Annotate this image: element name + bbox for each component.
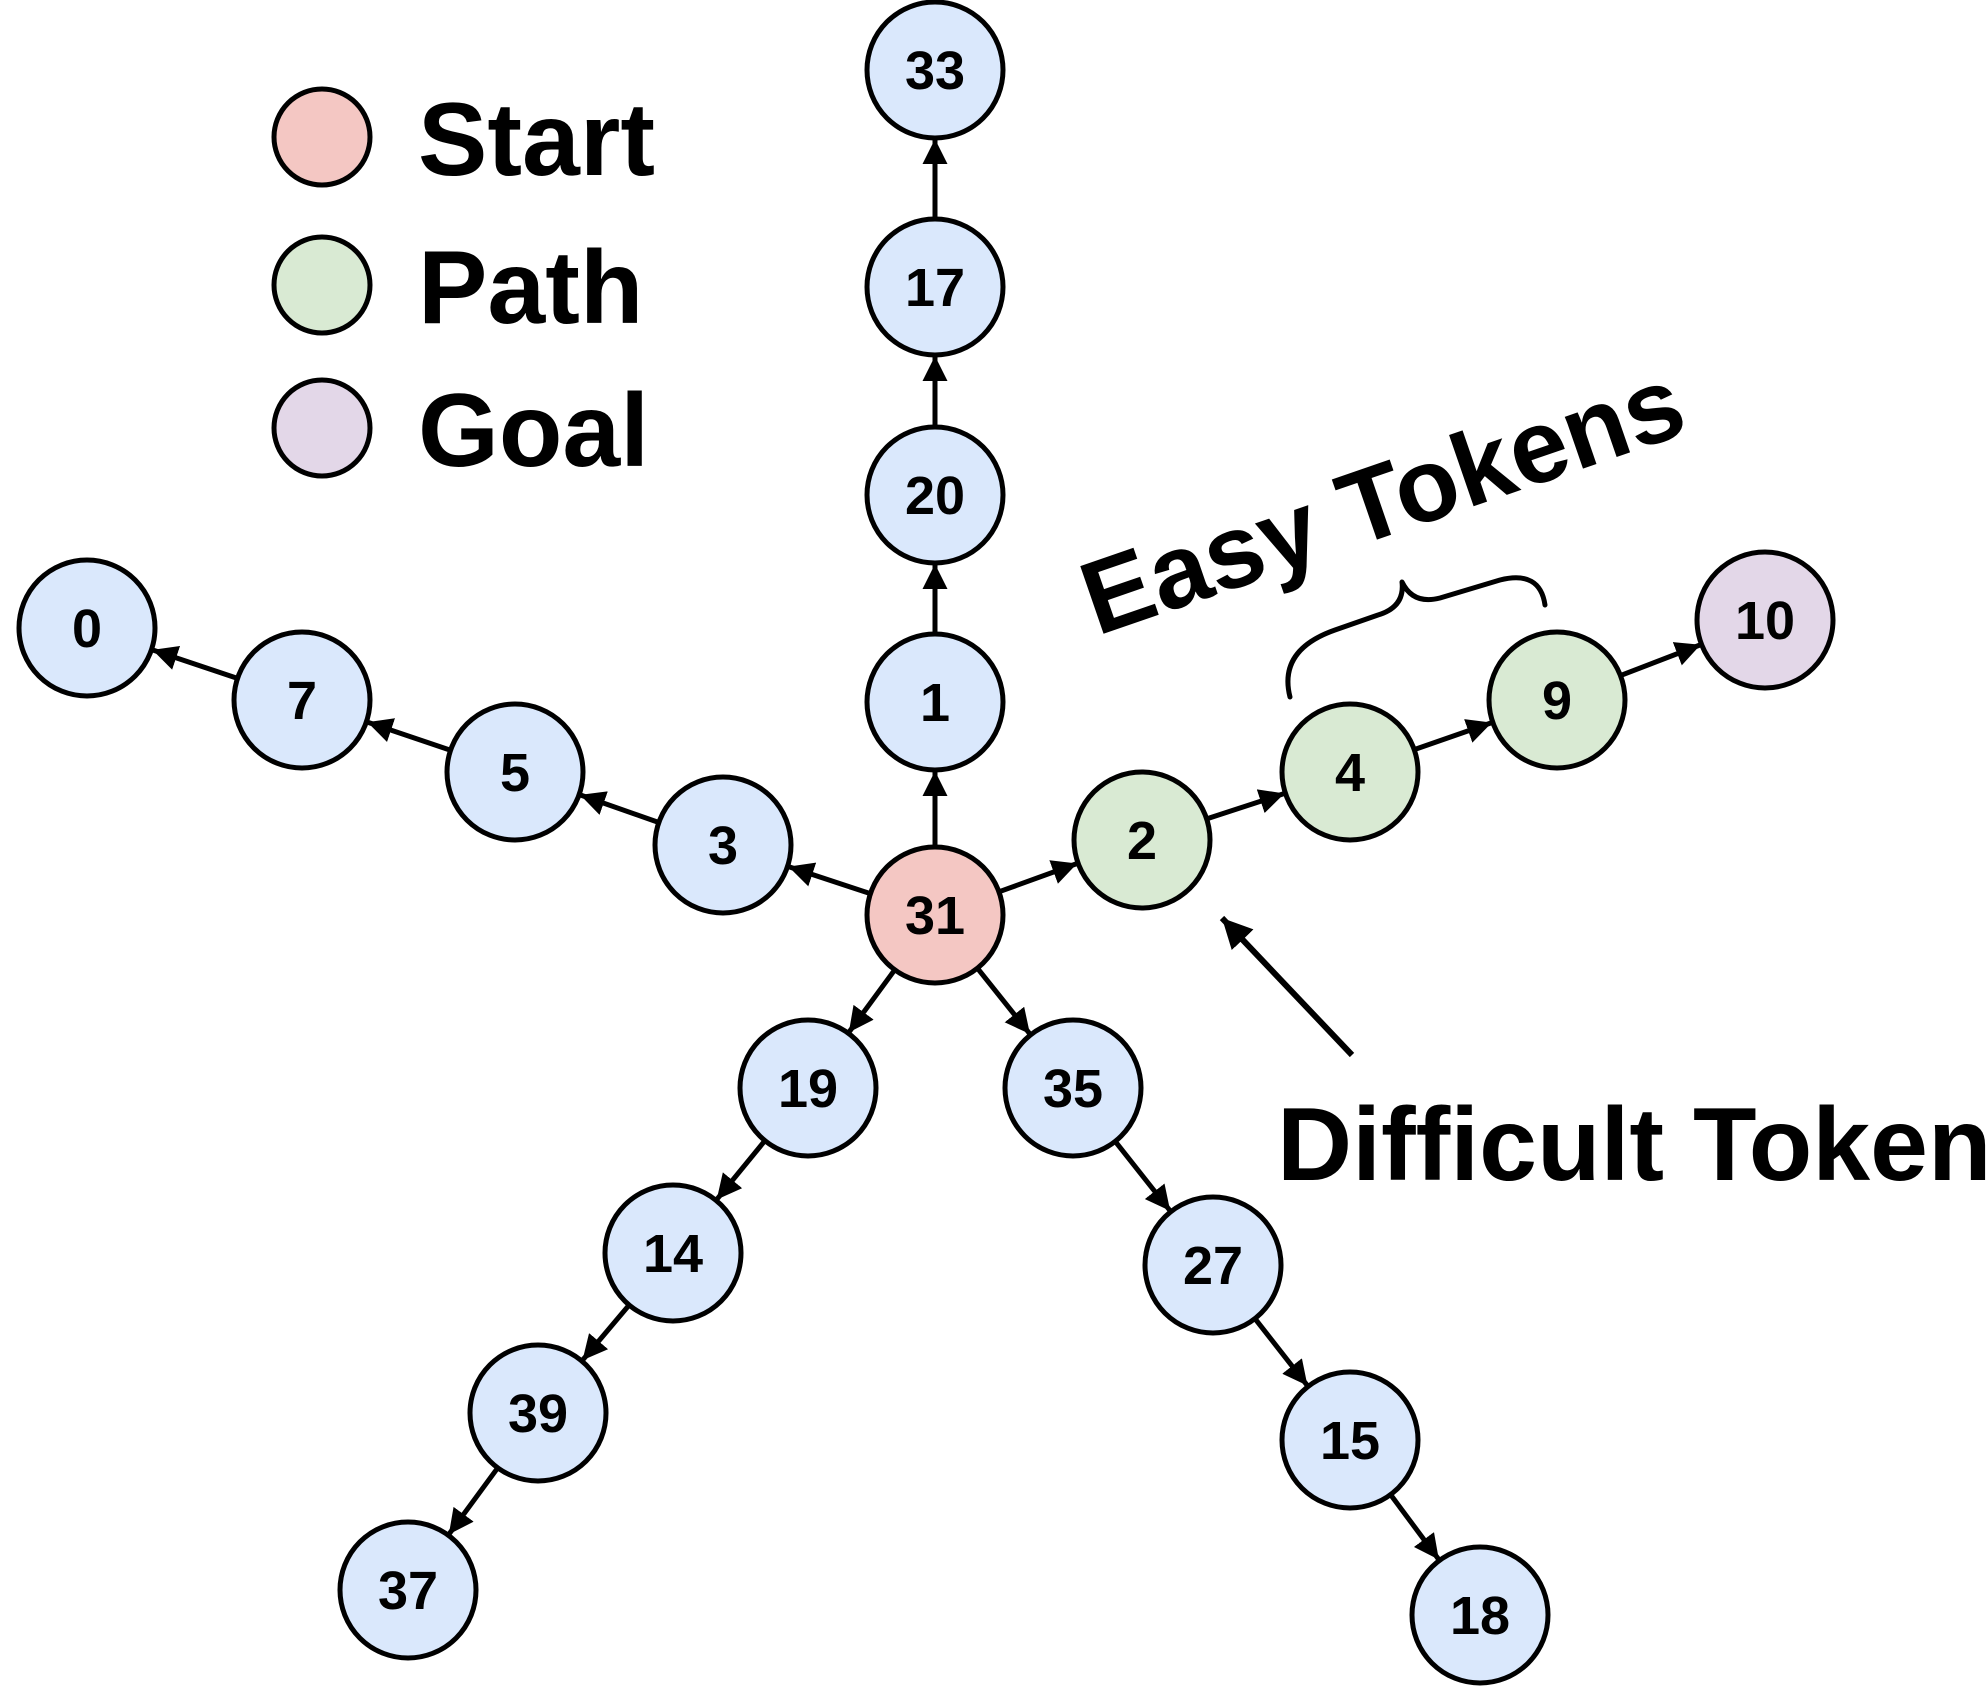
node-circle xyxy=(864,424,1006,566)
node-label: 9 xyxy=(1542,671,1572,731)
legend-label-path: Path xyxy=(418,230,643,346)
edge-3-to-5 xyxy=(579,791,660,825)
node-14: 14 xyxy=(602,1182,744,1324)
node-circle xyxy=(1279,1369,1421,1511)
node-circle xyxy=(1694,549,1836,691)
node-label: 39 xyxy=(508,1384,568,1444)
node-label: 4 xyxy=(1335,743,1365,803)
node-circle xyxy=(231,629,373,771)
edge-15-to-18 xyxy=(1388,1493,1441,1562)
node-0: 0 xyxy=(16,557,158,699)
node-15: 15 xyxy=(1279,1369,1421,1511)
node-label: 0 xyxy=(72,599,102,659)
edge-31-to-3 xyxy=(787,862,872,897)
legend-item-start: Start xyxy=(271,82,655,198)
node-5: 5 xyxy=(444,701,586,843)
node-circle xyxy=(1409,1544,1551,1686)
node-circle xyxy=(737,1017,879,1159)
node-circle xyxy=(1071,769,1213,911)
node-circle xyxy=(864,216,1006,358)
node-39: 39 xyxy=(467,1342,609,1484)
edge-19-to-14 xyxy=(714,1139,767,1202)
edge-14-to-39 xyxy=(580,1303,632,1362)
legend-swatch-goal xyxy=(271,377,373,479)
node-18: 18 xyxy=(1409,1544,1551,1686)
edge-39-to-37 xyxy=(446,1466,500,1536)
legend-swatch-start xyxy=(271,86,373,188)
node-label: 7 xyxy=(287,671,317,731)
edge-31-to-19 xyxy=(846,968,897,1034)
edge-7-to-0 xyxy=(151,645,239,681)
legend-item-path: Path xyxy=(271,230,643,346)
node-circle xyxy=(864,631,1006,773)
node-10: 10 xyxy=(1694,549,1836,691)
node-label: 18 xyxy=(1450,1586,1510,1646)
node-4: 4 xyxy=(1279,701,1421,843)
edges-layer xyxy=(151,139,1702,1562)
node-label: 15 xyxy=(1320,1411,1380,1471)
node-circle xyxy=(652,774,794,916)
difficult-token-arrow xyxy=(1219,915,1355,1058)
legend: Start Path Goal xyxy=(271,82,655,489)
legend-label-goal: Goal xyxy=(418,373,649,489)
node-label: 19 xyxy=(778,1059,838,1119)
node-19: 19 xyxy=(737,1017,879,1159)
node-label: 37 xyxy=(378,1561,438,1621)
node-circle xyxy=(1486,629,1628,771)
node-circle xyxy=(602,1182,744,1324)
edge-31-to-35 xyxy=(975,966,1032,1036)
node-35: 35 xyxy=(1002,1017,1144,1159)
node-33: 33 xyxy=(864,0,1006,141)
node-label: 31 xyxy=(905,886,965,946)
node-9: 9 xyxy=(1486,629,1628,771)
edge-31-to-2 xyxy=(998,860,1078,895)
difficult-token-label: Difficult Token xyxy=(1277,1087,1988,1203)
node-label: 3 xyxy=(708,816,738,876)
node-circle xyxy=(1279,701,1421,843)
node-3: 3 xyxy=(652,774,794,916)
node-label: 5 xyxy=(500,743,530,803)
node-31: 31 xyxy=(864,844,1006,986)
edge-5-to-7 xyxy=(366,718,452,753)
node-label: 2 xyxy=(1127,811,1157,871)
node-2: 2 xyxy=(1071,769,1213,911)
edge-4-to-9 xyxy=(1413,719,1493,753)
node-label: 14 xyxy=(643,1224,703,1284)
node-label: 10 xyxy=(1735,591,1795,651)
easy-tokens-brace xyxy=(1285,575,1548,700)
node-label: 27 xyxy=(1183,1236,1243,1296)
node-circle xyxy=(864,0,1006,141)
node-circle xyxy=(16,557,158,699)
node-7: 7 xyxy=(231,629,373,771)
legend-label-start: Start xyxy=(418,82,655,198)
node-circle xyxy=(467,1342,609,1484)
edge-9-to-10 xyxy=(1619,642,1702,678)
edge-2-to-4 xyxy=(1205,789,1286,822)
easy-tokens-annotation: Easy Tokens xyxy=(1067,344,1699,700)
node-20: 20 xyxy=(864,424,1006,566)
legend-swatch-path xyxy=(271,234,373,336)
node-1: 1 xyxy=(864,631,1006,773)
node-label: 17 xyxy=(905,258,965,318)
node-label: 35 xyxy=(1043,1059,1103,1119)
node-label: 1 xyxy=(920,673,950,733)
node-label: 20 xyxy=(905,466,965,526)
edge-35-to-27 xyxy=(1113,1139,1173,1213)
legend-item-goal: Goal xyxy=(271,373,649,489)
node-circle xyxy=(1142,1194,1284,1336)
node-27: 27 xyxy=(1142,1194,1284,1336)
easy-tokens-label: Easy Tokens xyxy=(1067,344,1699,658)
node-label: 33 xyxy=(905,41,965,101)
node-circle xyxy=(1002,1017,1144,1159)
node-circle xyxy=(444,701,586,843)
node-17: 17 xyxy=(864,216,1006,358)
edge-27-to-15 xyxy=(1252,1317,1310,1388)
node-circle xyxy=(337,1519,479,1661)
node-37: 37 xyxy=(337,1519,479,1661)
node-circle xyxy=(864,844,1006,986)
difficult-token-annotation: Difficult Token xyxy=(1219,915,1988,1203)
